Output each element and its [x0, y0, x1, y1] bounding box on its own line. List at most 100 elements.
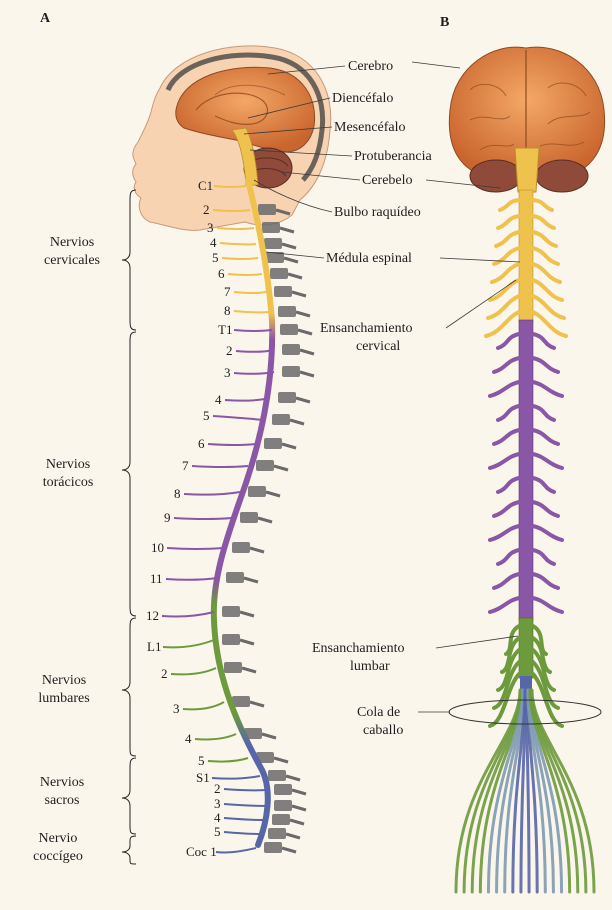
nerve-label-lumbar-4: 4: [185, 731, 192, 746]
nerve-label-thoracic-1: T1: [218, 322, 232, 337]
brace-thoracic: [121, 331, 137, 617]
spinal-nerve-thoracic-5: [212, 415, 265, 421]
nerve-label-thoracic-2: 2: [226, 343, 233, 358]
spinous-process: [273, 464, 289, 472]
nerve-label-sacral-5: 5: [214, 824, 221, 839]
spinal-cord-a: [210, 177, 276, 848]
spinal-nerves-a: [161, 185, 275, 854]
nerve-b-lumbar-1-left: [504, 624, 521, 656]
spinal-nerve-coccygeal-1: [215, 847, 257, 854]
leader-ens-lumbar: [435, 635, 519, 649]
leader-ens-cervical: [445, 279, 517, 329]
leader-protuberancia: [249, 149, 353, 157]
vertebra: [272, 414, 290, 425]
nerve-label-coccygeal-1: Coc 1: [186, 844, 217, 859]
vertebral-column: [222, 204, 315, 854]
nerve-b-cervical-1-right: [531, 198, 554, 212]
nerve-label-thoracic-3: 3: [224, 365, 231, 380]
spinal-nerve-cervical-6: [227, 273, 263, 276]
spinous-process: [295, 396, 311, 404]
nerve-label-thoracic-8: 8: [174, 486, 181, 501]
spinous-process: [289, 818, 305, 826]
spinal-nerve-thoracic-10: [166, 547, 225, 550]
label-mesencefalo: Mesencéfalo: [334, 120, 406, 135]
nerve-b-cervical-7-left: [486, 294, 521, 320]
vertebra: [240, 512, 258, 523]
nerve-b-lumbar-5-left: [488, 672, 521, 728]
vertebra: [226, 572, 244, 583]
spinous-process: [281, 242, 297, 250]
nerve-b-cervical-6-right: [531, 278, 564, 302]
nerve-b-lumbar-1-right: [531, 624, 548, 656]
spinal-nerve-lumbar-3: [182, 701, 225, 711]
nerve-b-thoracic-7-left: [496, 476, 521, 494]
nerve-b-cervical-2-left: [496, 214, 521, 230]
spinous-process: [265, 490, 281, 498]
spinous-process: [275, 208, 291, 216]
vertebra: [274, 286, 292, 297]
nerve-b-lumbar-4-left: [492, 660, 521, 710]
nerve-b-thoracic-7-right: [531, 476, 556, 494]
vertebra: [272, 814, 290, 825]
spinal-nerves-b: [484, 198, 568, 728]
vertebra: [224, 662, 242, 673]
spinous-process: [295, 310, 311, 318]
spinal-nerve-thoracic-7: [191, 465, 249, 468]
cauda-strand-18: [530, 688, 596, 894]
vertebra: [270, 268, 288, 279]
panel-label-a: A: [40, 11, 51, 26]
brace-coccygeal: [121, 835, 137, 865]
nerve-b-thoracic-6-right: [531, 452, 564, 470]
nerve-b-cervical-5-right: [531, 262, 562, 284]
group-sacral-line2: sacros: [45, 793, 80, 808]
structure-labels: Cerebro Diencéfalo Mesencéfalo Protubera…: [243, 59, 521, 738]
spinal-nerve-thoracic-11: [165, 577, 219, 581]
nerve-b-thoracic-12-left: [488, 596, 521, 614]
nerve-label-cervical-8: 8: [224, 303, 231, 318]
group-sacral-line1: Nervios: [40, 775, 84, 790]
spinal-nerve-sacral-2: [223, 788, 267, 792]
label-ens-cervical-1: Ensanchamiento: [320, 321, 413, 336]
nerve-b-cervical-3-left: [494, 230, 521, 248]
nerve-b-thoracic-9-left: [488, 524, 521, 542]
spinal-nerve-lumbar-4: [194, 733, 237, 741]
vertebra: [256, 460, 274, 471]
nerve-b-cervical-4-right: [531, 246, 560, 266]
panel-b-figure: [448, 46, 606, 894]
nerve-b-thoracic-10-left: [496, 548, 521, 566]
nerve-b-thoracic-11-left: [492, 572, 521, 590]
group-coccygeal-line1: Nervio: [39, 831, 78, 846]
spinal-nerve-thoracic-4: [224, 397, 271, 402]
vertebra: [266, 252, 284, 263]
nerve-b-cervical-7-right: [531, 294, 566, 320]
nerve-label-cervical-1: C1: [198, 178, 213, 193]
nerve-label-sacral-3: 3: [214, 796, 221, 811]
nerve-b-cervical-8-right: [531, 310, 568, 338]
spinous-process: [297, 328, 313, 336]
brace-lumbar: [121, 617, 137, 757]
spinous-process: [281, 442, 297, 450]
spinous-process: [289, 418, 305, 426]
nerve-b-thoracic-11-right: [531, 572, 560, 590]
spinal-nerve-thoracic-8: [183, 491, 241, 496]
spinous-process: [285, 774, 301, 782]
nerve-b-thoracic-9-right: [531, 524, 564, 542]
nerve-b-cervical-5-left: [490, 262, 521, 284]
label-cerebro: Cerebro: [348, 59, 393, 74]
spinal-nerve-cervical-7: [233, 291, 267, 294]
nerve-b-thoracic-1-right: [531, 332, 556, 350]
label-ens-cervical-2: cervical: [356, 339, 400, 354]
cauda-equina: [454, 688, 596, 894]
spinous-process: [239, 610, 255, 618]
spinal-nerve-cervical-4: [219, 242, 257, 246]
label-cola-2: caballo: [363, 723, 403, 738]
nerve-b-thoracic-8-left: [492, 500, 521, 518]
vertebra: [278, 392, 296, 403]
nerve-b-thoracic-3-right: [531, 380, 564, 398]
label-bulbo: Bulbo raquídeo: [334, 205, 421, 220]
nerve-b-thoracic-3-left: [488, 380, 521, 398]
nerve-b-thoracic-5-left: [492, 428, 521, 446]
leader-mesencefalo: [243, 126, 333, 135]
nerve-b-cervical-8-left: [484, 310, 521, 338]
spinous-process: [279, 226, 295, 234]
